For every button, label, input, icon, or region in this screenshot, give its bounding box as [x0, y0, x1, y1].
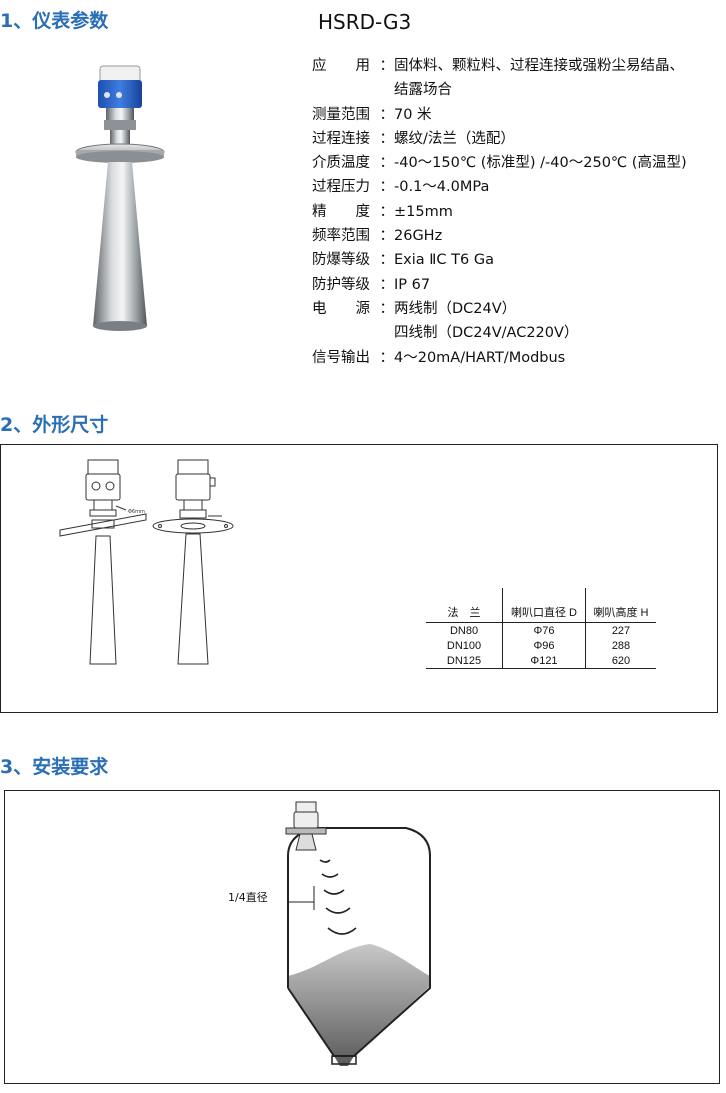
spec-label: 过程压力： — [312, 179, 394, 196]
spec-row: 防护等级：IP 67 — [312, 273, 687, 297]
table-cell: DN125 — [426, 653, 503, 669]
table-cell: Φ76 — [502, 622, 586, 638]
install-dimension-label: 1/4直径 — [228, 890, 268, 904]
spec-label — [312, 321, 394, 345]
spec-value: Exia ⅡC T6 Ga — [394, 252, 494, 269]
spec-label: 频率范围： — [312, 228, 394, 245]
section-title-installation: 3、安装要求 — [0, 756, 109, 778]
spec-value: 26GHz — [394, 228, 443, 245]
table-cell: 620 — [585, 653, 656, 669]
table-cell: DN100 — [426, 638, 503, 653]
spec-row: 测量范围：70 米 — [312, 103, 687, 127]
spec-row: 过程连接：螺纹/法兰（选配） — [312, 127, 687, 151]
spec-value: -0.1～4.0MPa — [394, 179, 490, 196]
spec-label: 电 源： — [312, 300, 394, 317]
table-cell: 227 — [611, 624, 631, 637]
section-title-parameters: 1、仪表参数 — [0, 10, 109, 32]
spec-label: 测量范围： — [312, 106, 394, 123]
model-name: HSRD-G3 — [318, 10, 412, 34]
spec-row: 介质温度：-40～150℃ (标准型) /-40～250℃ (高温型) — [312, 151, 687, 175]
dimension-drawing: Φ6mm — [59, 459, 234, 665]
spec-row: 信号输出：4～20mA/HART/Modbus — [312, 346, 687, 370]
spec-value: 4～20mA/HART/Modbus — [394, 349, 566, 366]
spec-value: 四线制（DC24V/AC220V） — [394, 325, 579, 342]
table-header-flange: 法 兰 — [426, 588, 503, 623]
spec-value: 结露场合 — [394, 82, 452, 99]
table-cell: 288 — [611, 639, 631, 652]
table-cell: Φ96 — [502, 638, 586, 653]
installation-diagram: 1/4直径 — [228, 801, 431, 1066]
spec-label: 防护等级： — [312, 276, 394, 293]
table-row: DN80 Φ76 227 — [426, 622, 656, 638]
spec-label: 过程连接： — [312, 130, 394, 147]
spec-label: 应 用： — [312, 58, 394, 74]
spec-label: 介质温度： — [312, 155, 394, 172]
product-photo — [75, 65, 165, 331]
spec-row: 防爆等级：Exia ⅡC T6 Ga — [312, 248, 687, 272]
spec-value: -40～150℃ (标准型) /-40～250℃ (高温型) — [394, 155, 687, 172]
spec-value: ±15mm — [394, 203, 453, 220]
table-cell: DN80 — [426, 622, 503, 638]
spec-value: 70 米 — [394, 106, 432, 123]
table-row: DN100 Φ96 288 — [426, 638, 656, 653]
spec-label: 防爆等级： — [312, 252, 394, 269]
table-header-height: 喇叭高度 H — [585, 588, 656, 623]
spec-row: 四线制（DC24V/AC220V） — [312, 321, 687, 345]
spec-label: 信号输出： — [312, 349, 394, 366]
dimension-table: 法 兰 喇叭口直径 D 喇叭高度 H DN80 Φ76 227 DN100 Φ9… — [426, 588, 656, 669]
table-cell: Φ121 — [502, 653, 586, 669]
section-title-dimensions: 2、外形尺寸 — [0, 414, 109, 436]
installation-panel — [4, 790, 720, 1084]
spec-row: 频率范围：26GHz — [312, 224, 687, 248]
spec-label — [312, 78, 394, 102]
table-header-diameter: 喇叭口直径 D — [502, 588, 586, 623]
spec-row: 电 源：两线制（DC24V） — [312, 297, 687, 321]
spec-value: 螺纹/法兰（选配） — [394, 130, 515, 147]
spec-label: 精 度： — [312, 203, 394, 220]
spec-list: 应 用：固体料、颗粒料、过程连接或强粉尘易结晶、结露场合测量范围：70 米过程连… — [312, 54, 687, 370]
spec-value: 固体料、颗粒料、过程连接或强粉尘易结晶、 — [394, 58, 684, 74]
dimensions-panel — [0, 444, 718, 713]
spec-row: 精 度：±15mm — [312, 200, 687, 224]
drawing-label: Φ6mm — [128, 509, 145, 515]
spec-value: IP 67 — [394, 276, 431, 293]
spec-row: 结露场合 — [312, 78, 687, 102]
spec-row: 应 用：固体料、颗粒料、过程连接或强粉尘易结晶、 — [312, 54, 687, 78]
table-row: DN125 Φ121 620 — [426, 653, 656, 669]
spec-value: 两线制（DC24V） — [394, 300, 517, 317]
spec-row: 过程压力：-0.1～4.0MPa — [312, 175, 687, 199]
